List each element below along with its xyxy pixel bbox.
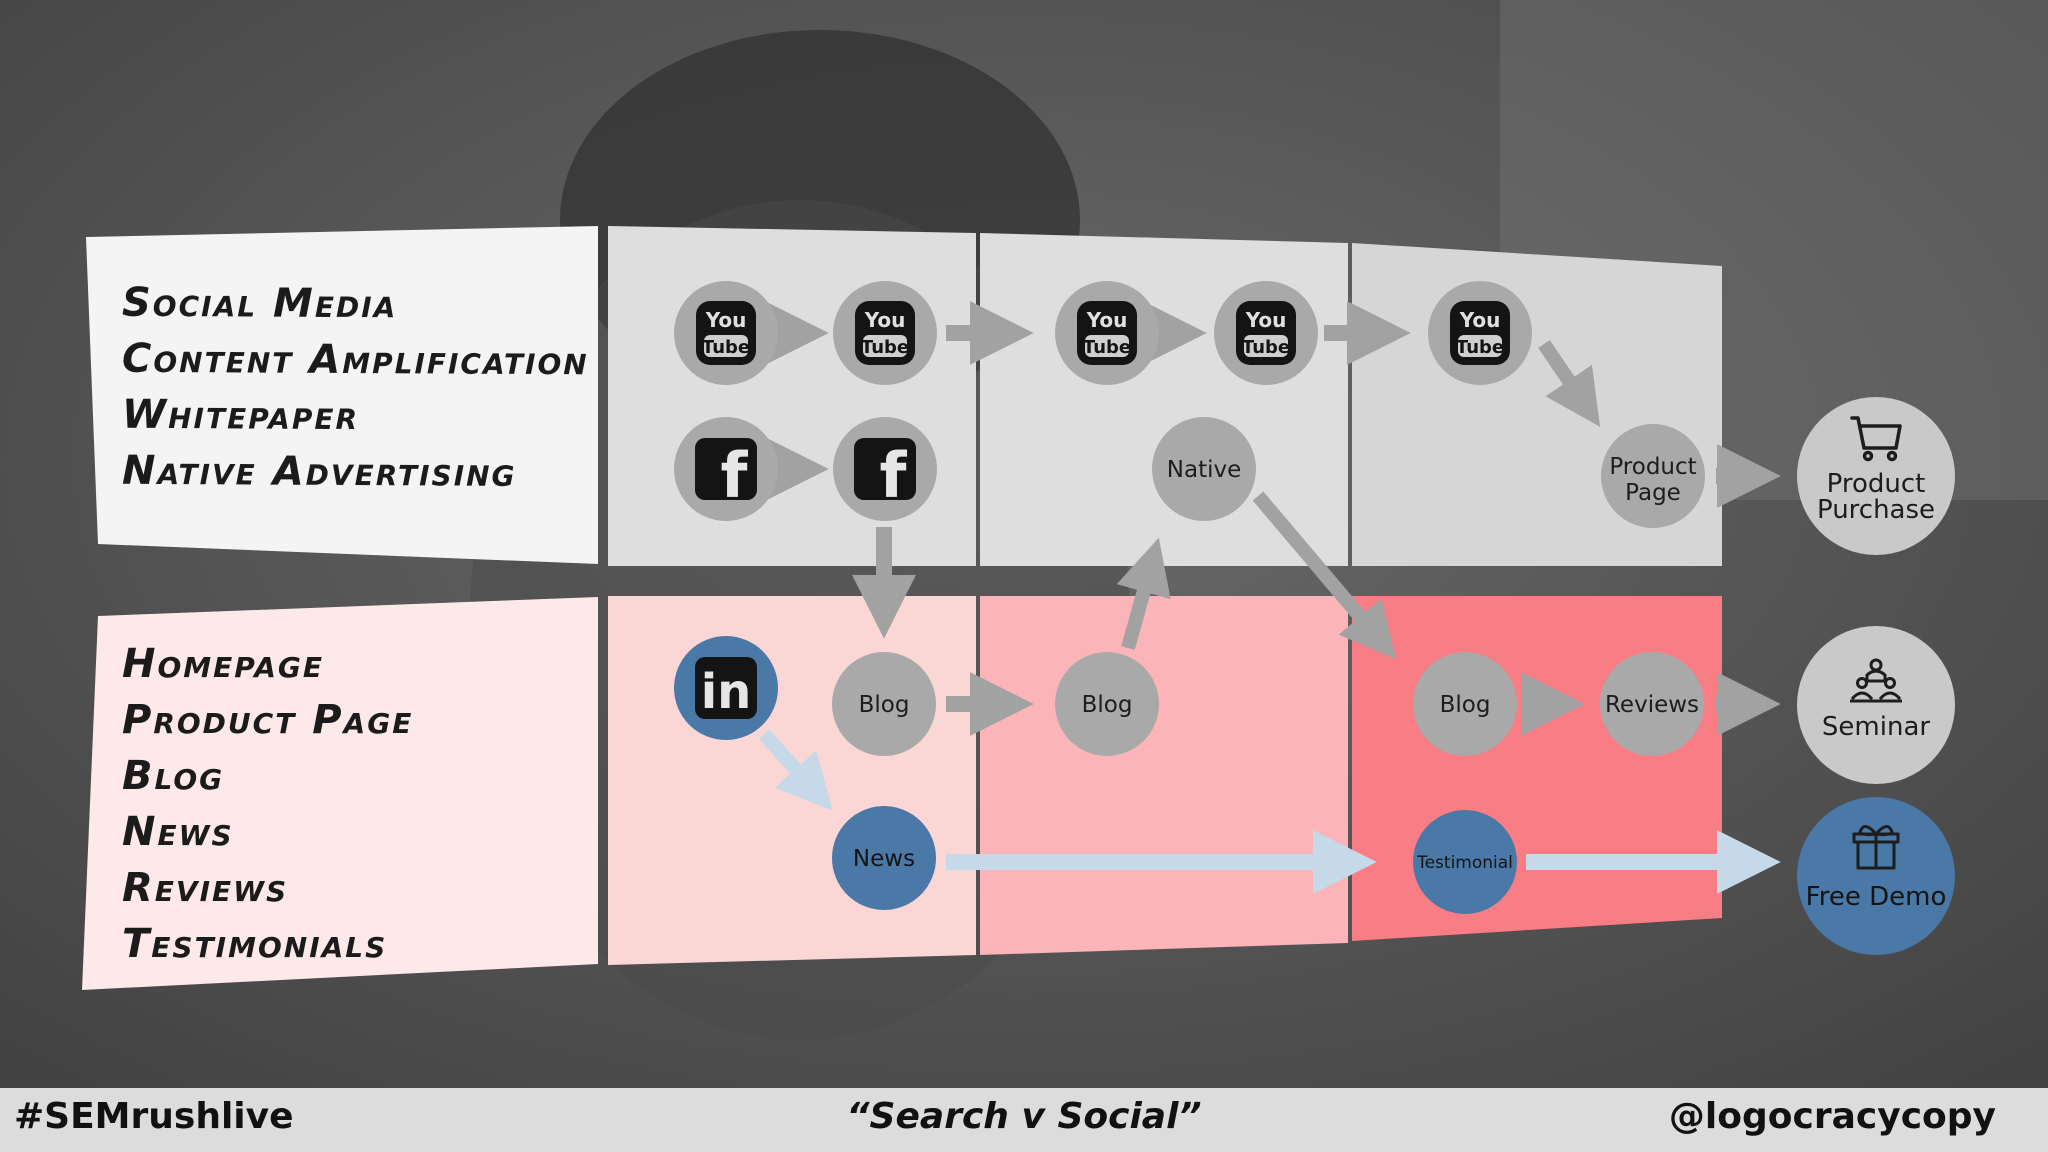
footer-title: “Search v Social”	[846, 1096, 1202, 1137]
blog-node-1: Blog	[832, 652, 936, 756]
svg-text:Blog: Blog	[859, 692, 910, 718]
footer-bar: #SEMrushlive “Search v Social” @logocrac…	[0, 1088, 2048, 1152]
footer-handle: @logocracycopy	[1668, 1096, 1996, 1137]
reviews-node: Reviews	[1600, 652, 1704, 756]
gift-box-icon	[1852, 825, 1900, 870]
svg-text:Tube: Tube	[861, 337, 909, 358]
testimonial-node: Testimonial	[1413, 810, 1517, 914]
svg-text:Free Demo: Free Demo	[1806, 882, 1947, 912]
svg-text:Product: Product	[1827, 469, 1926, 499]
bottom-channel-label: Homepage Product Page Blog News Reviews …	[82, 600, 602, 990]
label-testimonials: Testimonials	[122, 921, 388, 967]
svg-text:Reviews: Reviews	[1605, 692, 1699, 718]
product-page-node: Product Page	[1601, 424, 1705, 528]
seminar-outcome: Seminar	[1797, 626, 1955, 784]
svg-text:Tube: Tube	[1242, 337, 1290, 358]
svg-text:You: You	[705, 308, 747, 332]
label-reviews: Reviews	[122, 865, 289, 911]
svg-text:Tube: Tube	[702, 337, 750, 358]
blog-node-3: Blog	[1413, 652, 1517, 756]
cart-icon	[1850, 416, 1902, 462]
footer-hashtag: #SEMrushlive	[14, 1096, 294, 1137]
svg-text:You: You	[1086, 308, 1128, 332]
arrow-blog2-native	[1116, 537, 1171, 650]
svg-text:f: f	[721, 439, 749, 512]
youtube-node-2: You Tube	[833, 281, 937, 385]
svg-text:Blog: Blog	[1440, 692, 1491, 718]
news-node: News	[832, 806, 936, 910]
svg-text:You: You	[864, 308, 906, 332]
label-product-page: Product Page	[122, 697, 414, 743]
facebook-icon	[854, 438, 916, 500]
svg-text:in: in	[701, 664, 752, 720]
svg-text:Seminar: Seminar	[1822, 712, 1930, 742]
svg-text:Native: Native	[1167, 457, 1241, 483]
svg-text:Testimonial: Testimonial	[1416, 853, 1513, 873]
free-demo-outcome: Free Demo	[1797, 797, 1955, 955]
youtube-node-1: You Tube	[674, 281, 778, 385]
svg-text:Page: Page	[1625, 480, 1681, 506]
svg-text:Tube: Tube	[1083, 337, 1131, 358]
native-node: Native	[1152, 417, 1256, 521]
product-purchase-outcome: Product Purchase	[1797, 397, 1955, 555]
svg-text:You: You	[1459, 308, 1501, 332]
svg-text:Tube: Tube	[1456, 337, 1504, 358]
flow-arrows	[758, 301, 1781, 894]
svg-text:Product: Product	[1609, 454, 1696, 480]
facebook-node-1: f	[674, 417, 778, 521]
linkedin-node: in	[674, 636, 778, 740]
arrow-yt5-productpage	[1538, 340, 1601, 427]
label-news: News	[122, 809, 234, 855]
label-blog: Blog	[122, 753, 225, 799]
svg-text:Blog: Blog	[1082, 692, 1133, 718]
youtube-node-3: You Tube	[1055, 281, 1159, 385]
svg-text:Purchase: Purchase	[1817, 495, 1935, 525]
svg-text:You: You	[1245, 308, 1287, 332]
arrow-native-blog3	[1252, 491, 1397, 660]
label-homepage: Homepage	[122, 641, 324, 687]
youtube-node-4: You Tube	[1214, 281, 1318, 385]
linkedin-icon	[695, 657, 757, 719]
blog-node-2: Blog	[1055, 652, 1159, 756]
facebook-node-2: f	[833, 417, 937, 521]
youtube-node-5: You Tube	[1428, 281, 1532, 385]
arrow-linkedin-news	[758, 729, 833, 811]
facebook-icon	[695, 438, 757, 500]
people-icon	[1850, 658, 1902, 703]
svg-text:News: News	[853, 846, 915, 872]
svg-text:f: f	[880, 439, 908, 512]
